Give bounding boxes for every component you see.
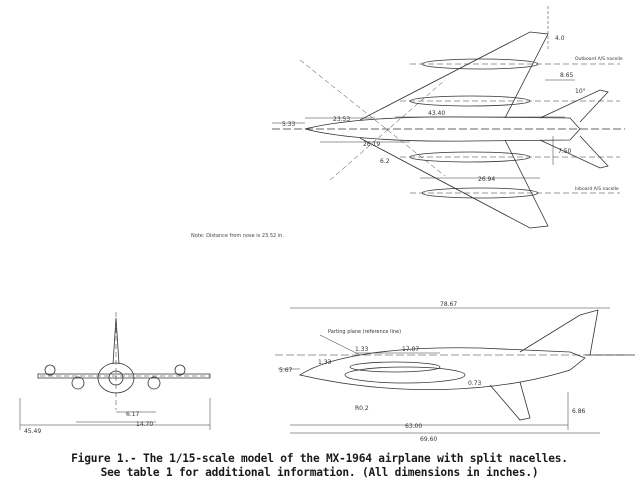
side-fuselage — [299, 347, 586, 390]
dim-5-67: 5.67 — [279, 367, 293, 374]
label-nacelle-top: Outboard A/S nacelle — [575, 56, 623, 62]
side-view — [275, 307, 635, 434]
dim-43-40: 43.40 — [428, 110, 445, 117]
front-wing — [37, 373, 211, 379]
front-nacelle-3 — [147, 376, 161, 390]
dim-69-60: 69.60 — [420, 436, 437, 443]
dim-26-19: 26.19 — [363, 141, 380, 148]
side-view-labels: 78.67 Parting plane (reference line) 5.6… — [279, 301, 586, 443]
dim-1-33-a: 1.33 — [318, 359, 332, 366]
dim-6-2: 6.2 — [380, 158, 390, 165]
dim-78-67: 78.67 — [440, 301, 457, 308]
front-nacelle-2 — [71, 376, 85, 390]
dim-10-deg: 10° — [575, 88, 586, 95]
dim-17-07: 17.07 — [402, 346, 419, 353]
dim-6-17: 6.17 — [126, 411, 140, 418]
front-view-labels: 45.49 14.70 6.17 — [24, 411, 153, 435]
caption-line-1: Figure 1.- The 1/15-scale model of the M… — [71, 452, 568, 465]
dim-23-53: 23.53 — [333, 116, 350, 123]
side-vertical-tail — [519, 309, 599, 356]
plan-view-labels: 5.33 23.53 43.40 26.19 26.94 8.65 10° 7.… — [282, 35, 623, 192]
front-fin — [112, 317, 120, 365]
dim-63-00: 63.00 — [405, 423, 422, 430]
dim-5-33: 5.33 — [282, 121, 296, 128]
plan-fuselage — [304, 116, 581, 142]
front-nacelle-1 — [44, 364, 56, 376]
dim-26-94: 26.94 — [478, 176, 495, 183]
plan-tail — [539, 89, 609, 169]
label-nacelle-bottom: Inboard A/S nacelle — [575, 186, 619, 192]
dim-7-50: 7.50 — [558, 148, 572, 155]
note-distance-from-nose: Note: Distance from nose is 23.52 in. — [191, 233, 284, 239]
label-parting-plane: Parting plane (reference line) — [328, 329, 401, 335]
plan-wing-upper — [359, 31, 549, 121]
side-ventral-fin — [489, 381, 531, 421]
front-view — [19, 312, 211, 430]
plan-view — [272, 6, 625, 229]
dim-1-33-b: 1.33 — [355, 346, 369, 353]
dim-45-49: 45.49 — [24, 428, 41, 435]
front-nacelle-4 — [174, 364, 186, 376]
dim-14-70: 14.70 — [136, 421, 153, 428]
dim-6-86: 6.86 — [572, 408, 586, 415]
caption-line-2: See table 1 for additional information. … — [100, 466, 539, 479]
dim-4-0: 4.0 — [555, 35, 565, 42]
side-nacelle — [344, 366, 466, 384]
dim-0-73: 0.73 — [468, 380, 482, 387]
dim-r0-2: R0.2 — [355, 405, 369, 412]
plan-wing-lower — [359, 137, 549, 229]
dim-8-65: 8.65 — [560, 72, 574, 79]
